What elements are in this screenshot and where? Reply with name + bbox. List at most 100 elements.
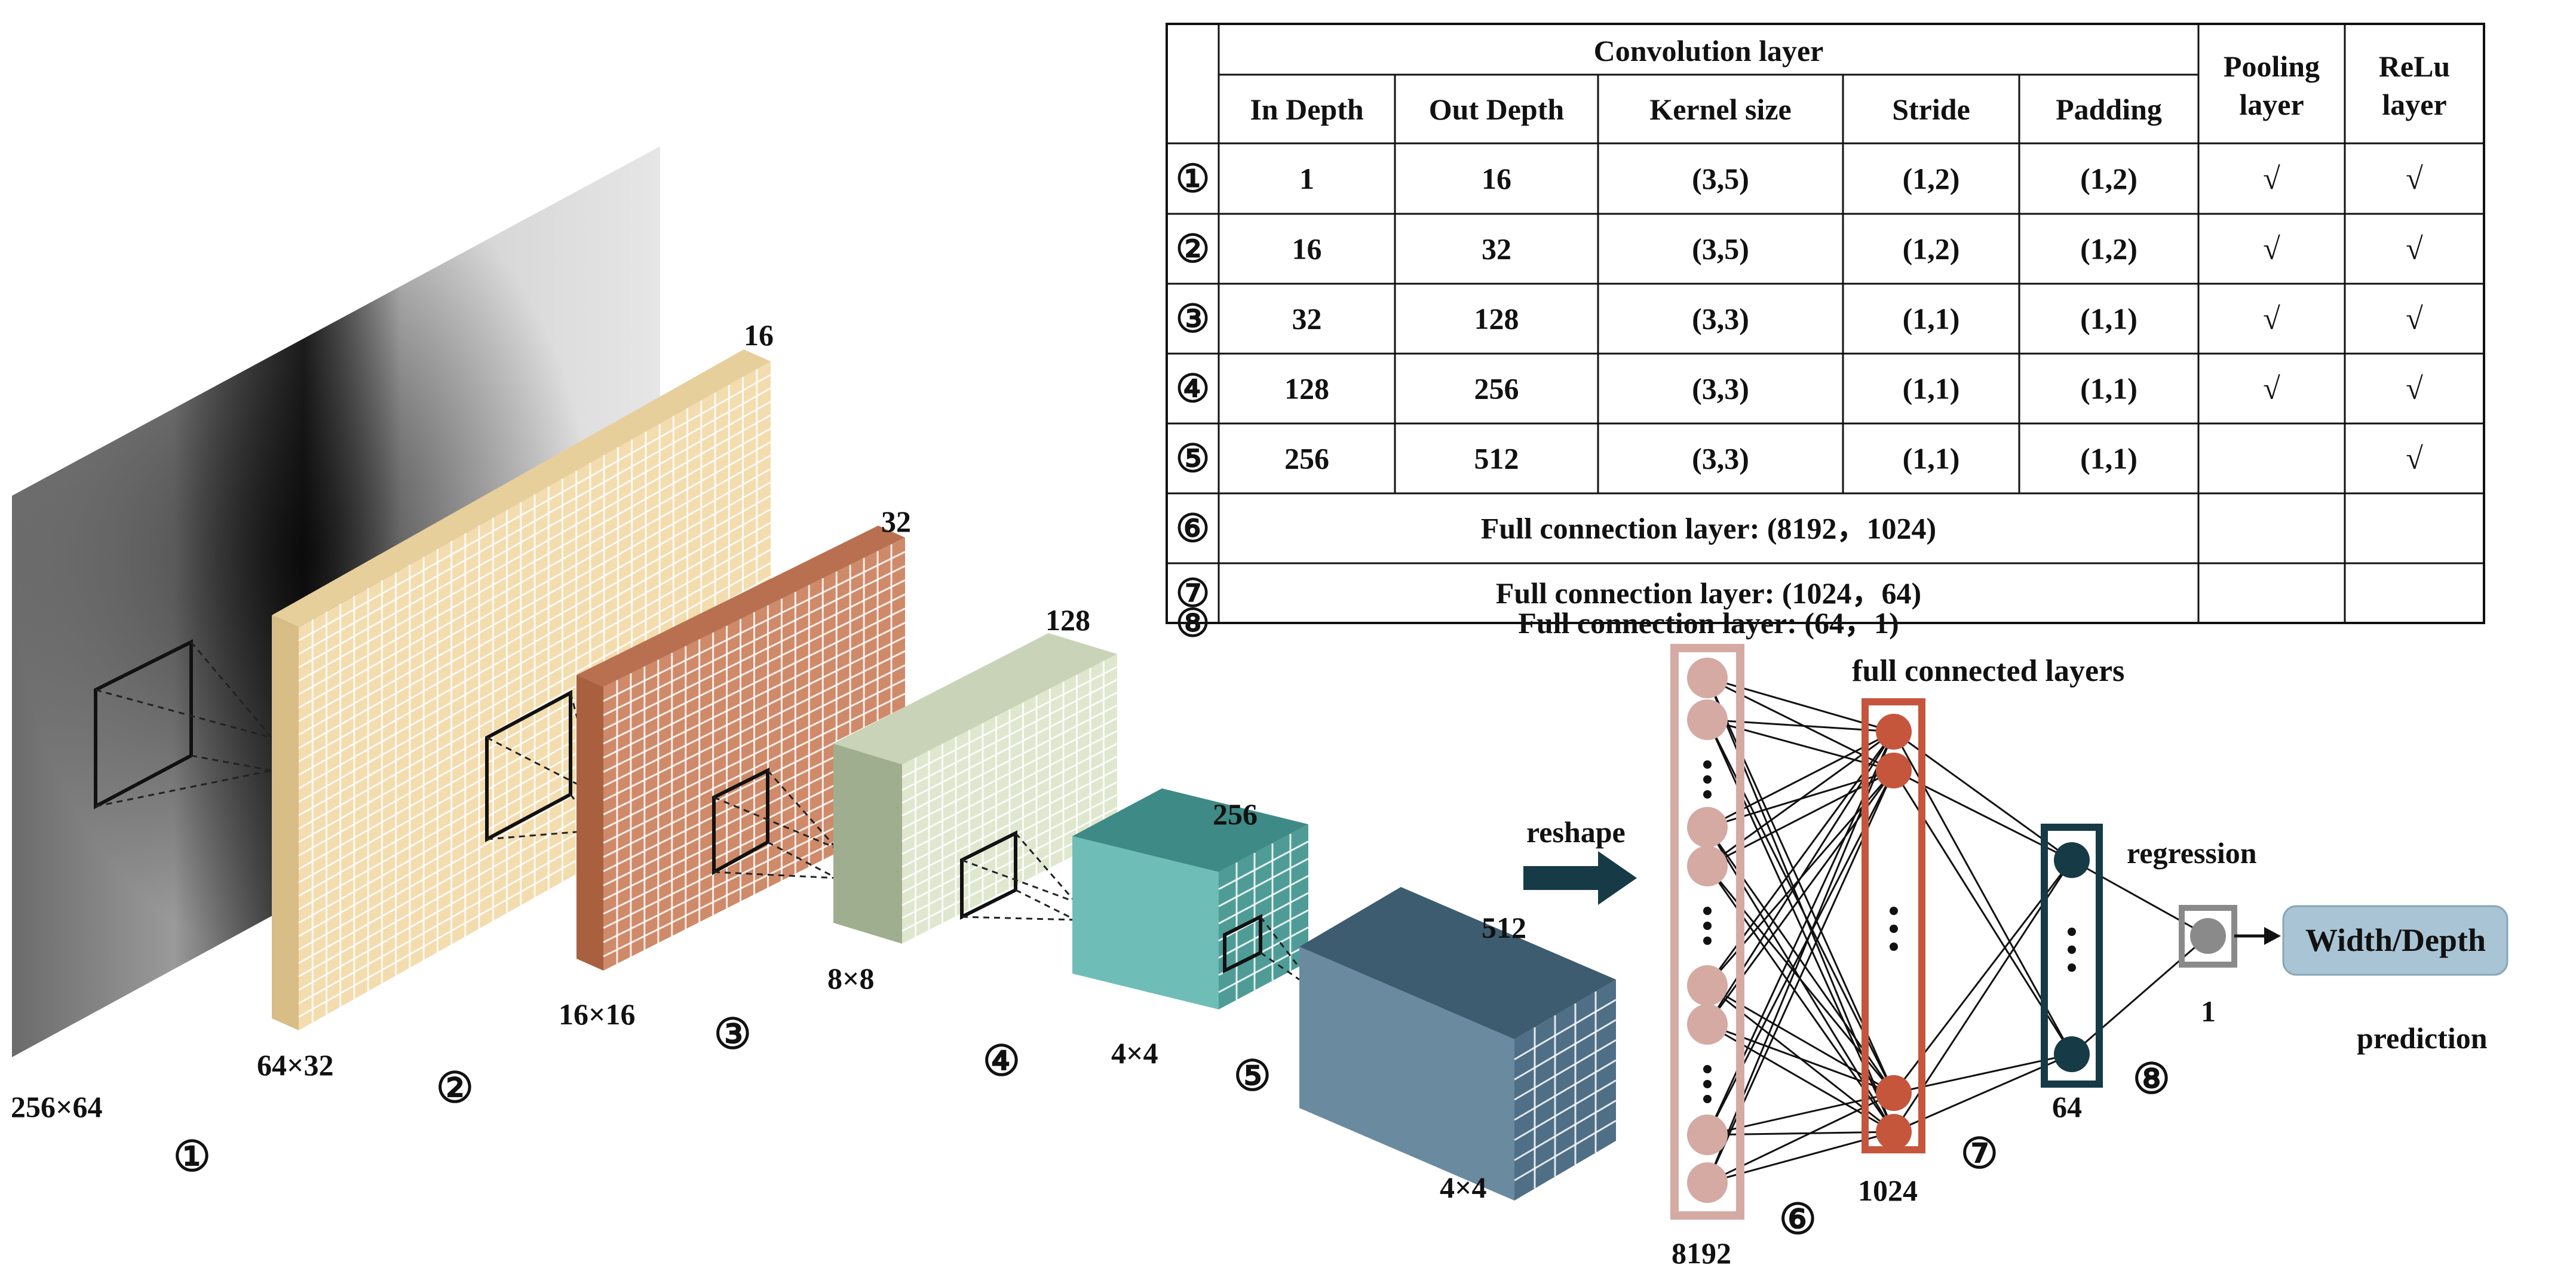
table-column-header: Stride	[1892, 93, 1970, 126]
fc-count-8: 64	[2052, 1090, 2082, 1124]
size-label-6: 4×4	[1440, 1171, 1487, 1204]
receptive-field-lines	[95, 641, 273, 808]
feature-map-6-grid	[1514, 992, 1617, 1189]
table-check-relu: √	[2406, 372, 2423, 406]
fc8-ellipsis-dots	[2068, 963, 2076, 972]
fc6-ellipsis-dots	[1703, 775, 1712, 784]
size-label-2: 64×32	[257, 1048, 334, 1082]
depth-label-4: 128	[1045, 603, 1090, 637]
table-cell: 256	[1284, 442, 1329, 475]
fc7-node	[1876, 714, 1912, 750]
table-header-relu: layer	[2382, 88, 2446, 121]
table-check-pooling: √	[2263, 162, 2280, 196]
table-row-num: ⑧	[1176, 602, 1210, 644]
table-cell: (1,1)	[1903, 302, 1960, 336]
table-cell: 32	[1292, 302, 1322, 336]
layer-num-5: ⑤	[1234, 1054, 1271, 1100]
table-row-num: ⑤	[1176, 438, 1210, 480]
table-row-num: ③	[1176, 298, 1210, 340]
table-cell: (3,3)	[1692, 442, 1749, 475]
fc6-node	[1687, 1115, 1728, 1155]
fc6-ellipsis-dots	[1703, 907, 1712, 915]
table-cell: (1,2)	[1903, 162, 1960, 195]
table-fc-row: Full connection layer: (1024，64)	[1496, 576, 1921, 610]
output-box	[2282, 905, 2508, 976]
fc-num-8: ⑧	[2133, 1057, 2170, 1103]
table-cell: (1,1)	[1903, 372, 1960, 406]
feature-map-4	[833, 633, 1118, 944]
feature-map-3	[576, 526, 906, 971]
fc-count-out: 1	[2201, 994, 2216, 1028]
table-cell: (1,1)	[2080, 302, 2138, 336]
reshape-label: reshape	[1526, 815, 1626, 849]
table-header-relu: ReLu	[2379, 50, 2450, 83]
input-size-label: 256×64	[11, 1090, 103, 1124]
feature-map-6-front	[1299, 947, 1514, 1201]
table-cell: 128	[1284, 372, 1329, 406]
fc8-node	[2054, 842, 2090, 878]
layer-num-1: ①	[173, 1134, 211, 1180]
regression-label: regression	[2127, 836, 2257, 870]
fc-title: full connected layers	[1852, 654, 2124, 688]
depth-label-6: 512	[1482, 911, 1526, 944]
fc-count-6: 8192	[1672, 1236, 1731, 1270]
kernel-lines-5	[1259, 916, 1301, 981]
kernel-lines-3	[713, 770, 838, 879]
fc-num-6: ⑥	[1779, 1197, 1817, 1243]
table-cell: 1	[1299, 162, 1314, 195]
reshape-arrow-icon	[1523, 851, 1637, 905]
table-fc-row: Full connection layer: (64，1)	[1518, 606, 1899, 640]
fc8-ellipsis-dots	[2068, 946, 2076, 954]
feature-map-2-side	[272, 615, 299, 1030]
feature-map-4-side	[833, 744, 902, 944]
fc-connections	[1706, 677, 2209, 1184]
fc7-ellipsis-dots	[1890, 907, 1898, 915]
depth-label-2: 16	[744, 318, 774, 352]
feature-map-4-top	[833, 633, 1117, 765]
layer-num-4: ④	[983, 1039, 1020, 1085]
table-column-header: In Depth	[1250, 93, 1364, 126]
table-check-pooling: √	[2263, 372, 2280, 406]
table-row-num: ①	[1176, 158, 1210, 200]
table-row-num: ②	[1176, 228, 1210, 271]
table-cell: (1,1)	[2080, 372, 2138, 406]
table-column-header: Out Depth	[1429, 93, 1565, 126]
fc-nodes	[1687, 658, 2226, 1203]
feature-map-6-top	[1299, 887, 1616, 1039]
feature-map-5-front	[1072, 836, 1219, 1009]
fc8-node	[2054, 1036, 2090, 1072]
size-label-3: 16×16	[559, 997, 636, 1031]
fc6-ellipsis-dots	[1703, 922, 1712, 930]
table-fc-row: Full connection layer: (8192，1024)	[1481, 512, 1936, 545]
feature-map-5-top	[1072, 788, 1308, 872]
fc-output-node	[2190, 918, 2226, 954]
fc-layer-8-frame	[2041, 824, 2103, 1088]
depth-label-3: 32	[881, 505, 911, 538]
feature-map-3-side	[576, 675, 603, 971]
table-header-pooling: layer	[2239, 88, 2304, 121]
table-check-relu: √	[2406, 232, 2423, 266]
table-cell: (1,2)	[2080, 162, 2138, 195]
table-cell: 32	[1482, 232, 1511, 266]
fc6-node	[1687, 807, 1728, 848]
fc-layer-6-frame	[1670, 644, 1744, 1220]
table-cell: (3,3)	[1692, 302, 1749, 336]
layer-num-2: ②	[436, 1066, 474, 1112]
table-column-header: Kernel size	[1649, 93, 1791, 126]
feature-map-6	[1299, 887, 1617, 1201]
fc6-ellipsis-dots	[1703, 937, 1712, 945]
layer-num-3: ③	[714, 1012, 752, 1058]
fc6-node	[1687, 846, 1728, 886]
table-check-relu: √	[2406, 302, 2423, 336]
table-cell: (1,1)	[2080, 442, 2138, 475]
fc6-node	[1687, 1162, 1728, 1203]
fc7-node	[1876, 1114, 1912, 1150]
table-cell: (3,5)	[1692, 162, 1749, 195]
size-label-5: 4×4	[1111, 1036, 1158, 1070]
fc6-ellipsis-dots	[1703, 760, 1712, 769]
size-label-4: 8×8	[827, 962, 875, 995]
table-cell: (3,3)	[1692, 372, 1749, 406]
fc-count-7: 1024	[1858, 1174, 1918, 1207]
